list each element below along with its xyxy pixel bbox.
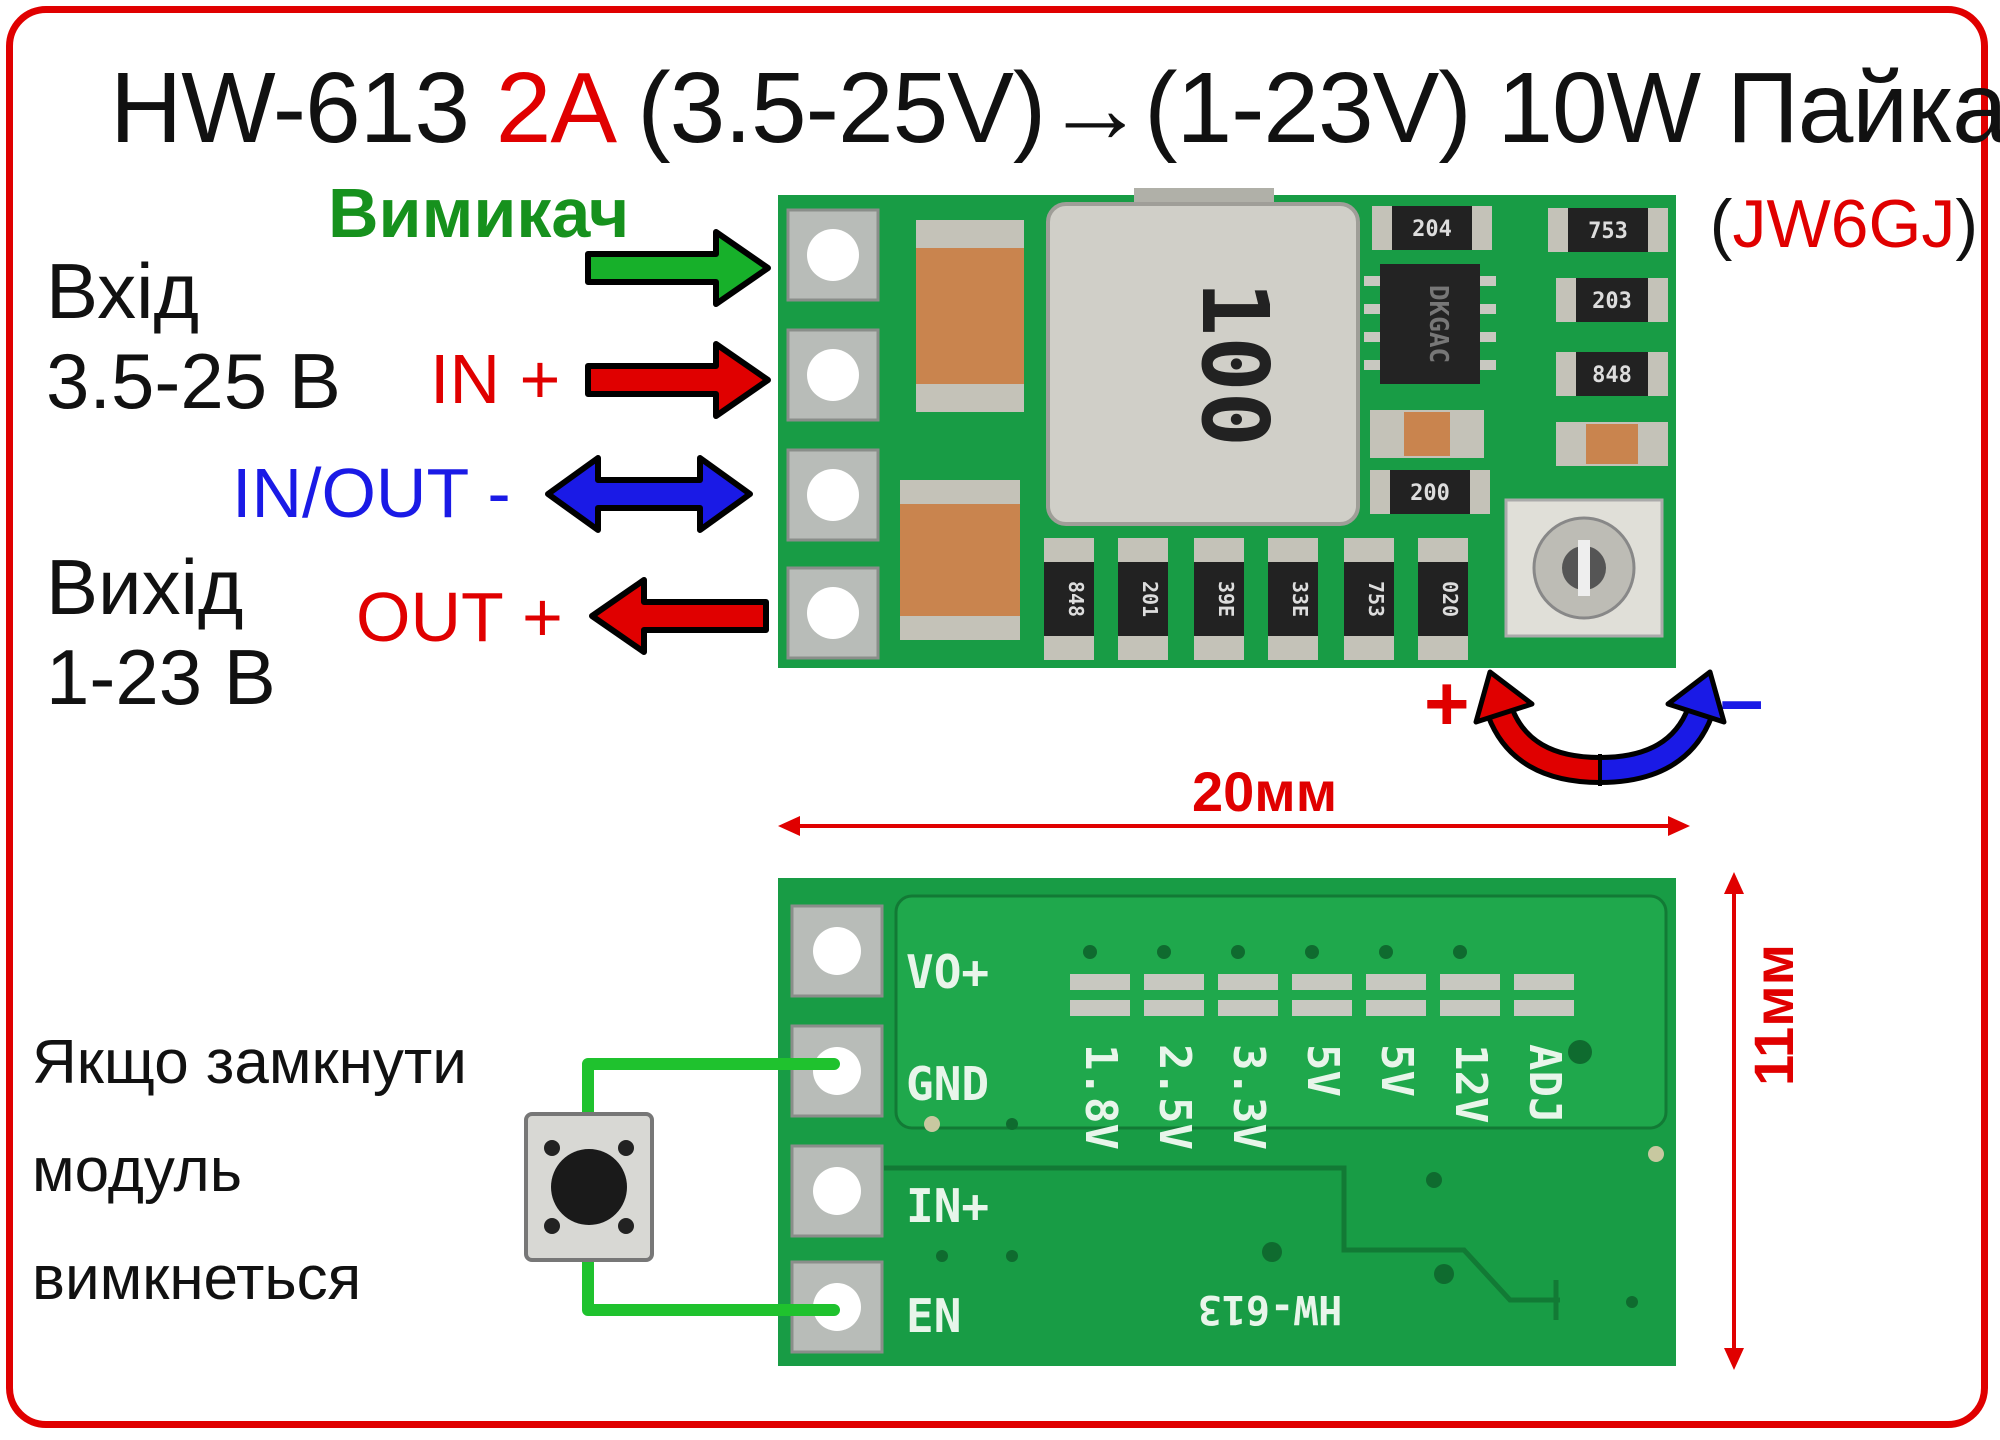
right-resistors: 753 203 848 xyxy=(1548,208,1668,466)
svg-text:020: 020 xyxy=(1438,581,1462,617)
enable-pin-label: Вимикач xyxy=(328,174,630,252)
svg-text:2.5V: 2.5V xyxy=(1149,1044,1200,1150)
inductor-marking: 100 xyxy=(1181,281,1288,447)
current-rating: 2A xyxy=(495,52,612,164)
regulator-ic: DKGAC xyxy=(1364,264,1496,384)
adjust-minus-sign: – xyxy=(1720,655,1764,743)
out-plus-arrow xyxy=(589,577,769,655)
bottom-pcb: VO+ GND IN+ EN 1.8V 2.5V 3.3V 5V 5V 12V … xyxy=(778,878,1676,1366)
output-label-line2: 1-23 В xyxy=(46,633,276,721)
inductor: 100 xyxy=(1046,188,1360,526)
potentiometer xyxy=(1504,498,1664,638)
svg-text:39E: 39E xyxy=(1214,581,1238,617)
width-dimension-line xyxy=(778,816,1690,836)
common-minus-label: IN/OUT - xyxy=(232,454,511,532)
board-id: HW-613 xyxy=(1198,1286,1343,1332)
voltage-jumper-pads xyxy=(1070,974,1574,1016)
in-plus-arrow xyxy=(585,341,771,419)
enable-arrow xyxy=(585,229,771,307)
traces xyxy=(884,1165,1560,1320)
voltage-options: 1.8V 2.5V 3.3V 5V 5V 12V ADJ xyxy=(1075,1044,1570,1150)
svg-text:12V: 12V xyxy=(1445,1044,1496,1123)
diagram-title: HW-613 2A (3.5-25V)→(1-23V) 10W Пайка xyxy=(110,58,2000,158)
note-line2: модуль xyxy=(32,1136,243,1205)
svg-text:ADJ: ADJ xyxy=(1519,1044,1570,1123)
common-minus-arrow xyxy=(545,455,753,533)
pad-label-in-plus: IN+ xyxy=(906,1179,989,1233)
vias xyxy=(924,945,1664,1308)
model-name: HW-613 xyxy=(110,52,470,164)
note-line3: вимкнеться xyxy=(32,1244,362,1313)
input-label-line2: 3.5-25 В xyxy=(46,337,341,425)
svg-text:5V: 5V xyxy=(1297,1044,1348,1097)
svg-text:5V: 5V xyxy=(1371,1044,1422,1097)
svg-text:1.8V: 1.8V xyxy=(1075,1044,1126,1150)
svg-text:201: 201 xyxy=(1138,581,1162,617)
svg-text:203: 203 xyxy=(1592,289,1632,314)
note-line1: Якщо замкнути xyxy=(32,1028,467,1097)
top-capacitors xyxy=(900,220,1024,640)
pad-label-en: EN xyxy=(906,1289,961,1343)
adjust-direction-arc xyxy=(1473,669,1727,786)
chip-marking: (JW6GJ) xyxy=(1709,186,1978,262)
output-label-line1: Вихід xyxy=(46,543,244,631)
top-pcb: 100 DKGAC 204 753 203 xyxy=(778,188,1676,668)
spec-text: (3.5-25V)→(1-23V) 10W Пайка xyxy=(637,52,2000,164)
svg-text:753: 753 xyxy=(1588,219,1628,244)
svg-text:204: 204 xyxy=(1412,217,1452,242)
push-button-icon xyxy=(524,1112,654,1262)
chip-code: JW6GJ xyxy=(1732,186,1956,262)
svg-text:3.3V: 3.3V xyxy=(1223,1044,1274,1150)
svg-text:200: 200 xyxy=(1410,481,1450,506)
in-plus-label: IN + xyxy=(430,340,561,418)
svg-text:848: 848 xyxy=(1064,581,1088,617)
red-border-frame xyxy=(6,6,1988,1428)
svg-text:848: 848 xyxy=(1592,363,1632,388)
ic-marking: DKGAC xyxy=(1423,285,1453,363)
height-dimension-line xyxy=(1724,872,1744,1370)
out-plus-label: OUT + xyxy=(356,578,563,656)
pad-label-vo-plus: VO+ xyxy=(906,945,989,999)
pad-label-gnd: GND xyxy=(906,1057,989,1111)
adjust-plus-sign: + xyxy=(1424,659,1470,747)
top-pads xyxy=(786,208,880,660)
svg-text:753: 753 xyxy=(1364,581,1388,617)
mid-components: 200 xyxy=(1370,410,1490,514)
width-dimension-label: 20мм xyxy=(1192,760,1338,823)
input-label-line1: Вхід xyxy=(46,247,199,335)
resistor-204: 204 xyxy=(1372,206,1492,250)
bottom-resistors: 848 201 39E 33E 753 020 xyxy=(1044,538,1468,660)
svg-text:33E: 33E xyxy=(1288,581,1312,617)
